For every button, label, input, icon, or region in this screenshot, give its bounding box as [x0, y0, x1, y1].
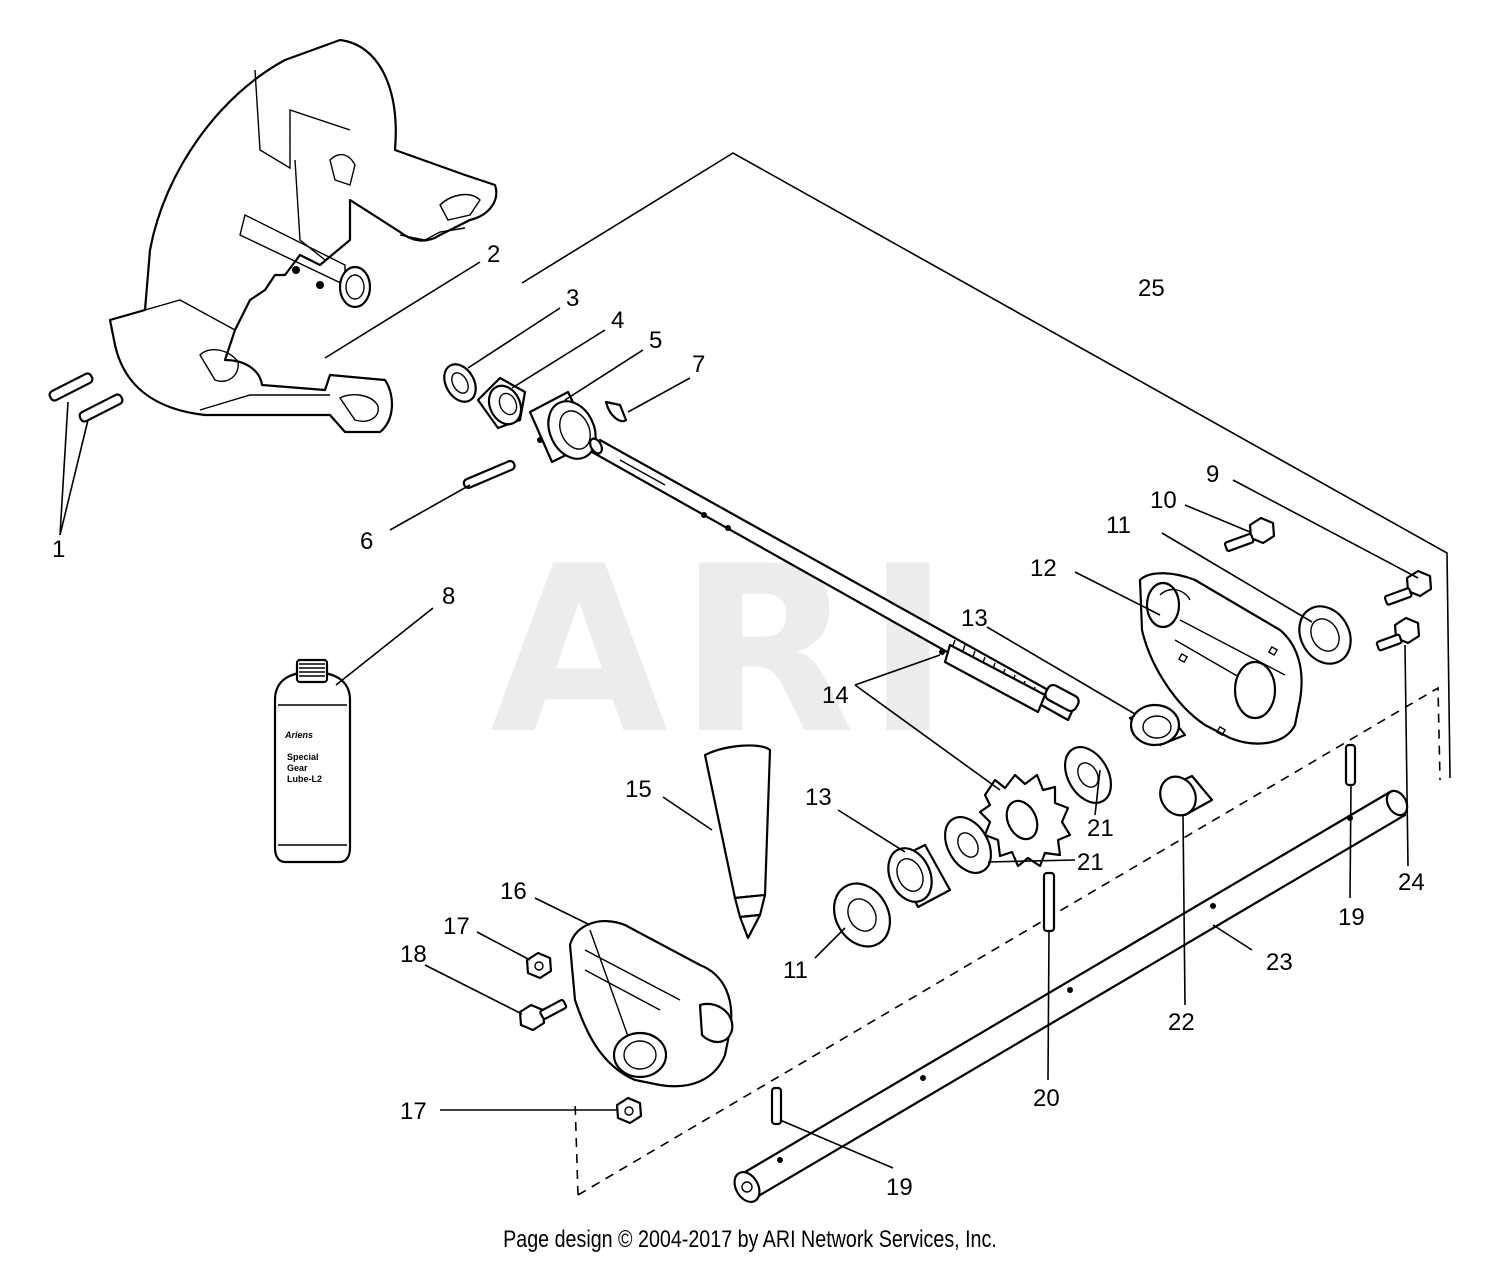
callout-15: 15 [625, 776, 652, 803]
bushing-part [1159, 774, 1214, 817]
callout-7: 7 [692, 351, 705, 378]
shear-pin-part [48, 372, 124, 423]
shear-pin-part [1344, 743, 1357, 787]
copyright-footer: Page design © 2004-2017 by ARI Network S… [503, 1226, 997, 1253]
callout-2: 2 [487, 241, 500, 268]
callout-22: 22 [1168, 1009, 1195, 1036]
hex-bolt-part [1383, 569, 1433, 606]
callout-numbers: 1 2 3 4 5 6 7 8 9 10 11 12 13 14 15 13 2… [52, 241, 1425, 1201]
callout-25: 25 [1138, 275, 1165, 302]
hex-bolt-part [1375, 616, 1421, 652]
key-part [604, 400, 628, 423]
worm-gear-threads [943, 639, 1047, 714]
bottle-text-line3: Lube-L2 [287, 774, 322, 784]
callout-8: 8 [442, 583, 455, 610]
worm-shaft-part [589, 437, 1080, 722]
flange-bushing-part [1128, 703, 1187, 747]
worm-gear-part [978, 773, 1072, 868]
ball-bearing-part [832, 882, 892, 948]
callout-17-top: 17 [443, 913, 470, 940]
auger-housing-part [108, 38, 498, 434]
callout-9: 9 [1206, 461, 1219, 488]
callout-19-bottom: 19 [886, 1174, 913, 1201]
bottle-text-line1: Special [287, 752, 319, 762]
callout-13-top: 13 [961, 605, 988, 632]
callout-6: 6 [360, 528, 373, 555]
callout-14: 14 [822, 682, 849, 709]
callout-21-bottom: 21 [1077, 849, 1104, 876]
hex-nut-part [615, 1096, 643, 1125]
roll-pin-part [1042, 871, 1056, 933]
callout-12: 12 [1030, 555, 1057, 582]
callout-21-top: 21 [1087, 815, 1114, 842]
callout-13-bottom: 13 [805, 784, 832, 811]
callout-16: 16 [500, 878, 527, 905]
callout-11-bottom: 11 [783, 957, 808, 984]
callout-4: 4 [611, 307, 624, 334]
flange-bearing-part [476, 376, 527, 430]
auger-shaft-part [733, 789, 1409, 1204]
callout-20: 20 [1033, 1085, 1060, 1112]
callout-10: 10 [1150, 487, 1177, 514]
ball-bearing-part [1298, 605, 1352, 665]
gear-case-right-part [1138, 572, 1303, 745]
callout-19-right: 19 [1338, 904, 1365, 931]
gear-lube-bottle-part: Ariens Special Gear Lube-L2 [273, 658, 352, 864]
shear-pin-part [770, 1086, 783, 1126]
bottle-brand-text: Ariens [284, 730, 313, 740]
bottle-text-line2: Gear [287, 763, 308, 773]
callout-18: 18 [400, 941, 427, 968]
ari-watermark: ARI [490, 518, 961, 785]
washer-part [443, 363, 477, 403]
grease-tube-part [703, 744, 772, 940]
gear-case-left-part [568, 920, 734, 1088]
callout-17-bottom: 17 [400, 1098, 427, 1125]
hex-bolt-part [518, 998, 568, 1032]
leader-lines [59, 261, 1419, 1169]
flange-bushing-part [887, 843, 952, 909]
callout-23: 23 [1266, 949, 1293, 976]
roll-pin-part [462, 459, 516, 490]
hex-bolt-part [1223, 516, 1276, 553]
hex-nut-part [525, 951, 553, 980]
assembly-bracket [521, 152, 1451, 1196]
callout-11-top: 11 [1106, 512, 1131, 539]
thrust-washer-part [1063, 746, 1113, 804]
callout-5: 5 [649, 327, 662, 354]
bushing-part [528, 390, 597, 464]
callout-24: 24 [1398, 869, 1425, 896]
callout-3: 3 [566, 285, 579, 312]
callout-1: 1 [52, 536, 65, 563]
